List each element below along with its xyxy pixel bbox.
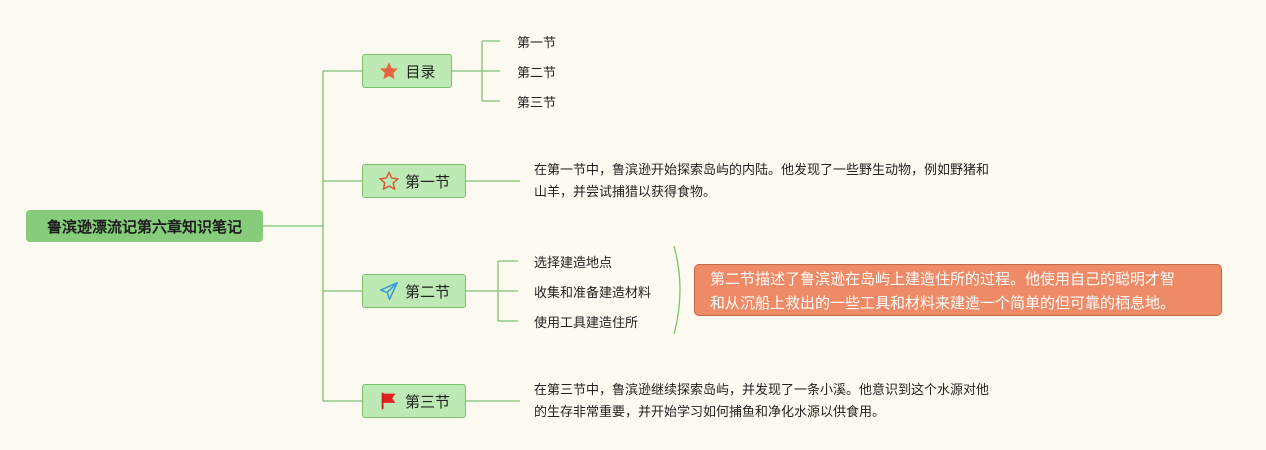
summary-line: 和从沉船上救出的一些工具和材料来建造一个简单的但可靠的栖息地。 <box>710 294 1176 312</box>
section-2-item-1[interactable]: 选择建造地点 <box>534 256 613 271</box>
section-2-item-2[interactable]: 收集和准备建造材料 <box>534 286 652 301</box>
root-topic[interactable]: 鲁滨逊漂流记第六章知识笔记 <box>26 210 263 242</box>
branch-label: 第一节 <box>404 172 450 191</box>
branch-section-3[interactable]: 第三节 <box>362 384 466 418</box>
section-1-note[interactable]: 在第一节中，鲁滨逊开始探索岛屿的内陆。他发现了一些野生动物，例如野猪和 山羊，并… <box>534 160 1034 204</box>
contents-item-2[interactable]: 第二节 <box>517 66 557 81</box>
section-3-note[interactable]: 在第三节中，鲁滨逊继续探索岛屿，并发现了一条小溪。他意识到这个水源对他 的生存非… <box>534 380 1034 424</box>
note-line: 山羊，并尝试捕猎以获得食物。 <box>534 185 717 200</box>
paper-plane-icon <box>378 280 400 302</box>
summary-line: 第二节描述了鲁滨逊在岛屿上建造住所的过程。他使用自己的聪明才智 <box>710 270 1176 288</box>
note-line: 的生存非常重要，并开始学习如何捕鱼和净化水源以供食用。 <box>534 405 886 420</box>
root-title: 鲁滨逊漂流记第六章知识笔记 <box>46 217 242 236</box>
branch-contents[interactable]: 目录 <box>362 54 452 88</box>
branch-section-1[interactable]: 第一节 <box>362 164 466 198</box>
branch-label: 第二节 <box>404 282 450 301</box>
red-flag-icon <box>378 390 400 412</box>
branch-section-2[interactable]: 第二节 <box>362 274 466 308</box>
note-line: 在第三节中，鲁滨逊继续探索岛屿，并发现了一条小溪。他意识到这个水源对他 <box>534 383 990 398</box>
note-line: 在第一节中，鲁滨逊开始探索岛屿的内陆。他发现了一些野生动物，例如野猪和 <box>534 163 990 178</box>
branch-label: 目录 <box>405 62 436 81</box>
branch-label: 第三节 <box>404 392 450 411</box>
section-2-item-3[interactable]: 使用工具建造住所 <box>534 316 639 331</box>
contents-item-1[interactable]: 第一节 <box>517 36 557 51</box>
star-outline-icon <box>378 170 400 192</box>
star-filled-icon <box>378 60 400 82</box>
section-2-summary[interactable]: 第二节描述了鲁滨逊在岛屿上建造住所的过程。他使用自己的聪明才智 和从沉船上救出的… <box>694 264 1222 316</box>
contents-item-3[interactable]: 第三节 <box>517 96 557 111</box>
